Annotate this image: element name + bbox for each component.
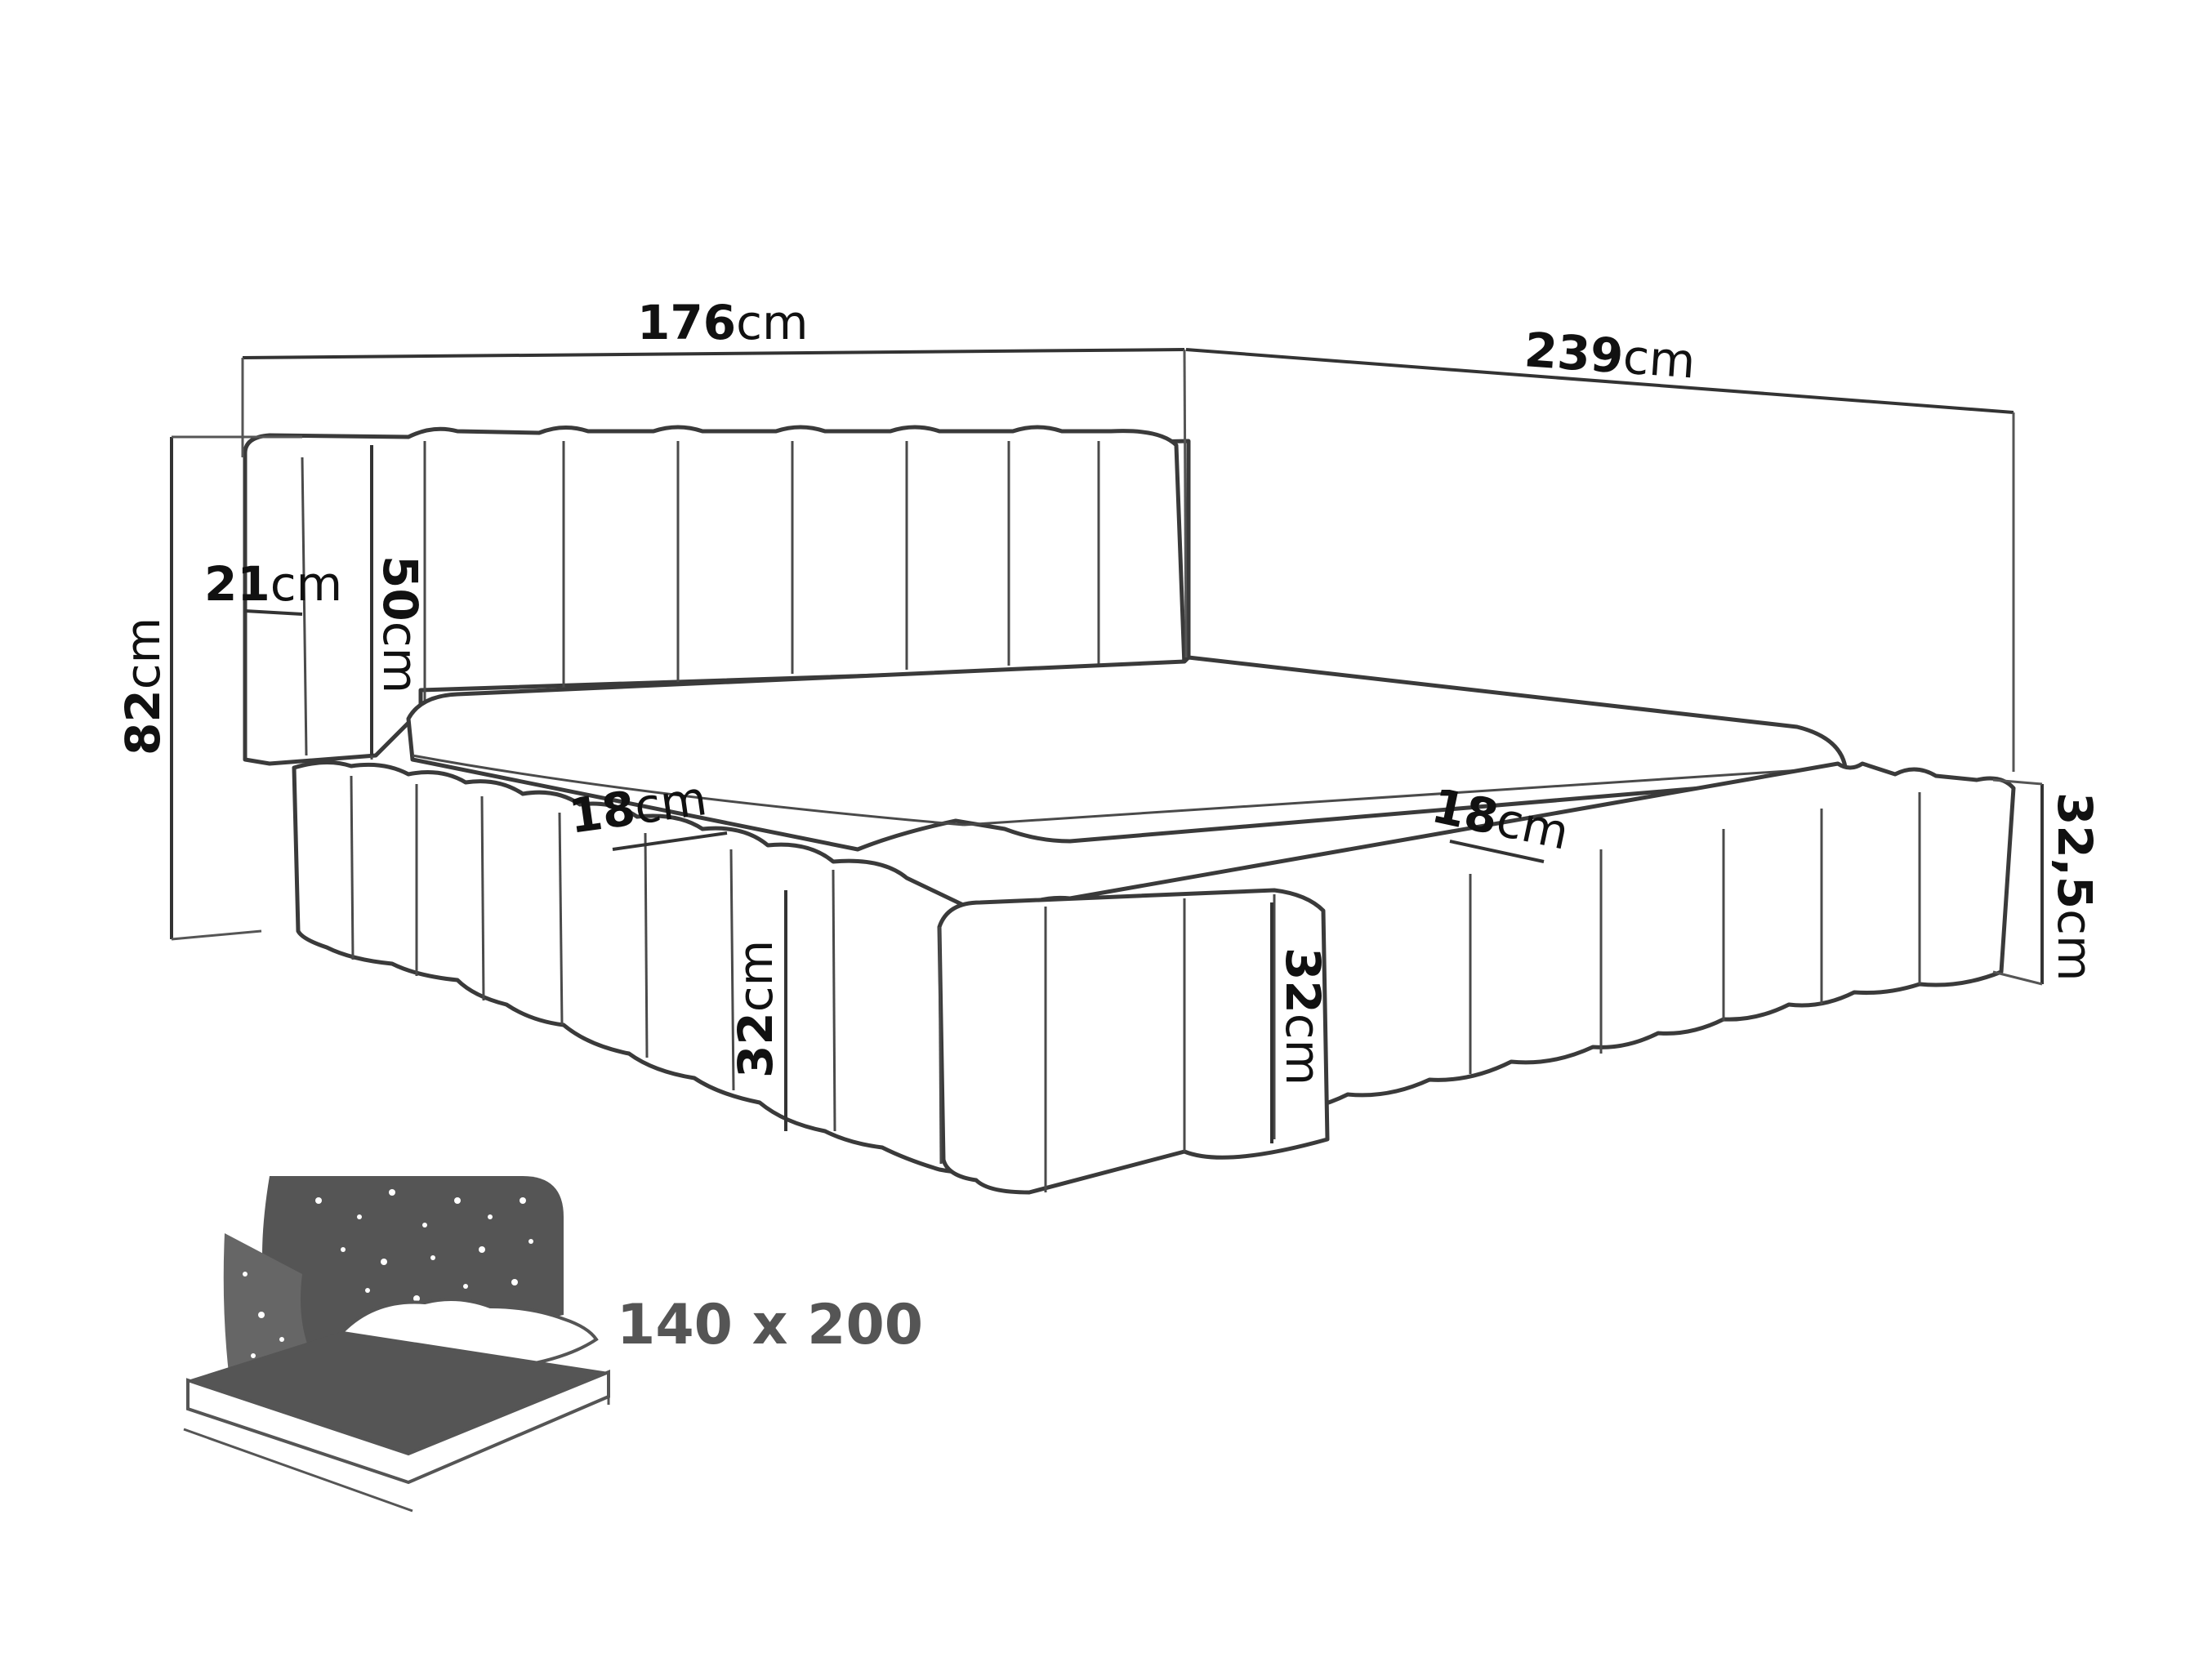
frame-height-right-label: 32,5cm — [2047, 792, 2103, 982]
headboard-height-label: 50cm — [372, 555, 428, 693]
headboard-thickness-label: 21cm — [204, 556, 342, 612]
mattress — [406, 655, 1849, 852]
stars-icon — [243, 1189, 533, 1358]
width-label: 176cm — [637, 295, 808, 350]
frame-width-left-label: 18cm — [565, 770, 710, 844]
headboard — [243, 425, 1187, 766]
bed-illustration — [243, 425, 2016, 1195]
frame-height-front-label: 32cm — [728, 940, 783, 1078]
frame-seams — [350, 775, 1921, 1192]
length-label: 239cm — [1523, 322, 1697, 389]
dimension-lines — [170, 348, 2044, 1143]
frame-left-side — [292, 760, 1007, 1175]
frame-height-foot-label: 32cm — [1275, 947, 1331, 1085]
headboard-seams — [301, 441, 1100, 760]
mattress-size-label: 140 x 200 — [617, 1293, 923, 1357]
frame-front-corner — [937, 888, 1330, 1195]
mattress-size-icon — [183, 1176, 610, 1513]
total-height-label: 82cm — [115, 617, 171, 755]
